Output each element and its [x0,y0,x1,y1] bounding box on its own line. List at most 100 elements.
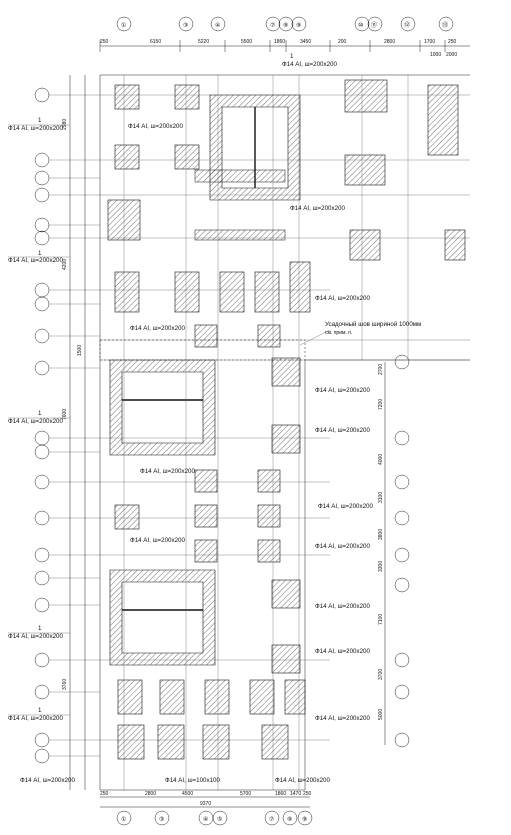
dim-bottom-5: 1860 [275,791,286,797]
axis-bubble-top: ③ [178,16,194,32]
dim-left-2: 4200 [62,259,68,270]
rebar-note-plan: Ф14 AI, ш=200x200 [315,603,370,610]
axis-bubble-bottom: ⑦ [264,810,280,826]
svg-text:①: ① [121,22,126,29]
svg-text:⑨: ⑨ [302,816,307,823]
dim-top-9: 1700 [424,39,435,45]
footing [261,724,289,760]
dim-bottom-7: 250 [303,791,312,797]
axis-bubble-top: ④ [210,16,226,32]
axis-bubble-top: ⑪ [367,16,383,32]
dim-left-1: 2980 [62,119,68,130]
svg-text:③: ③ [183,22,188,29]
rebar-note-plan: Ф14 AI, ш=200x200 [130,537,185,544]
footing [271,357,301,387]
rebar-note-plan: Ф14 AI, ш=200x200 [130,325,185,332]
footing [174,271,200,313]
dim-bottom-1: 250 [100,791,109,797]
rebar-note-plan: Ф14 AI, ш=200x200 [315,295,370,302]
dim-left-5: 3760 [62,679,68,690]
core-wall-lower [109,569,216,666]
dim-top-1: 250 [100,39,109,45]
footing [349,229,381,261]
footing [257,539,281,563]
dim-top-2: 6150 [150,39,161,45]
dim-top-extra-1: 1000 [430,52,441,58]
footing [344,79,388,113]
footing [174,144,200,170]
left-grid-lines [49,75,100,790]
rebar-note-plan: Ф14 AI, ш=200x200 [315,715,370,722]
axis-bubble-bottom: ⑨ [297,810,313,826]
core-walls [109,94,301,666]
rebar-note-left-5: Ф14 AI, ш=200x200 [8,715,63,722]
footing [344,154,386,186]
footing [249,679,275,715]
svg-text:1: 1 [290,53,294,60]
dim-right-5: 3800 [378,529,384,540]
bottom-axis-bubbles: ① ③ ④ ⑤ ⑦ ⑧ ⑨ [116,810,313,826]
rebar-note-plan: Ф14 AI, ш=200x200 [315,387,370,394]
axis-bubble-bottom: ⑧ [282,810,298,826]
svg-text:⑩: ⑩ [358,22,363,29]
rebar-note-left-1: Ф14 AI, ш=200x200 [8,125,63,132]
footing [271,424,301,454]
footings [107,79,466,760]
rebar-note-plan: Ф14 AI, ш=200x200 [315,543,370,550]
axis-bubble-bottom: ① [116,810,132,826]
building-outline [99,74,470,791]
dim-left-4: 1500 [77,345,83,356]
footing [159,679,185,715]
dim-right-1: 2700 [378,364,384,375]
rebar-note-plan: Ф14 AI, ш=200x200 [318,503,373,510]
dim-top-7: 200 [338,39,347,45]
dim-top-6: 3450 [300,39,311,45]
dim-top-4: 5500 [241,39,252,45]
dim-right-7: 7100 [378,614,384,625]
svg-text:⑧: ⑧ [287,816,292,823]
footing [204,679,230,715]
dim-right-6: 3300 [378,561,384,572]
dim-top-8: 2800 [384,39,395,45]
footing [194,469,218,493]
dim-right-3: 4000 [378,454,384,465]
rebar-note-left-3: Ф14 AI, ш=200x200 [8,418,63,425]
top-axis-bubbles: ① ③ ④ ⑦ ⑧ ⑨ ⑩ ⑪ ⑫ ⑬ [116,16,454,32]
rebar-note-plan: Ф14 AI, ш=200x200 [282,61,337,68]
settlement-joint-note: Усадочный шов шириной 1000мм см. прим. п… [299,321,421,346]
rebar-note-bottom-right: Ф14 AI, ш=200x200 [275,777,330,784]
dim-top-10: 250 [448,39,457,45]
footing [219,271,245,313]
footing [194,324,218,348]
dim-top-3: 5220 [198,39,209,45]
plan-rebar-notes: 1 Ф14 AI, ш=200x200 Ф14 AI, ш=200x200 Ф1… [20,53,373,784]
right-axis-bubbles [384,354,410,748]
svg-text:⑦: ⑦ [269,816,274,823]
footing [271,644,301,674]
svg-text:①: ① [121,816,126,823]
footing [117,679,143,715]
svg-text:③: ③ [159,816,164,823]
dim-top-5: 1860 [274,39,285,45]
axis-bubble-top: ⑦ [265,16,281,32]
joint-note: Усадочный шов шириной 1000мм [325,321,421,328]
grade-beam [194,229,286,241]
dim-bottom-4: 5700 [240,791,251,797]
core-wall-upper [209,94,301,201]
footing [174,84,200,110]
core-wall-middle [109,359,216,456]
axis-bubble-top: ⑧ [278,16,294,32]
footing [194,504,218,528]
footing [254,271,280,313]
svg-text:⑤: ⑤ [217,816,222,823]
footing [114,144,140,170]
svg-text:④: ④ [215,22,220,29]
rebar-note-plan: Ф14 AI, ш=200x200 [315,427,370,434]
bottom-dimension-chain: 250 2800 4500 5700 1860 1470 250 9370 [100,791,312,808]
svg-text:⑫: ⑫ [404,21,410,29]
axis-bubble-top: ⑩ [354,16,370,32]
footing [202,724,230,760]
left-dimension-chain: 2980 4200 7600 1500 3760 [62,119,83,690]
rebar-note-bottom-left: Ф14 AI, ш=200x200 [20,777,75,784]
rebar-note-bottom-mid: Ф14 AI, ш=100x100 [165,777,220,784]
